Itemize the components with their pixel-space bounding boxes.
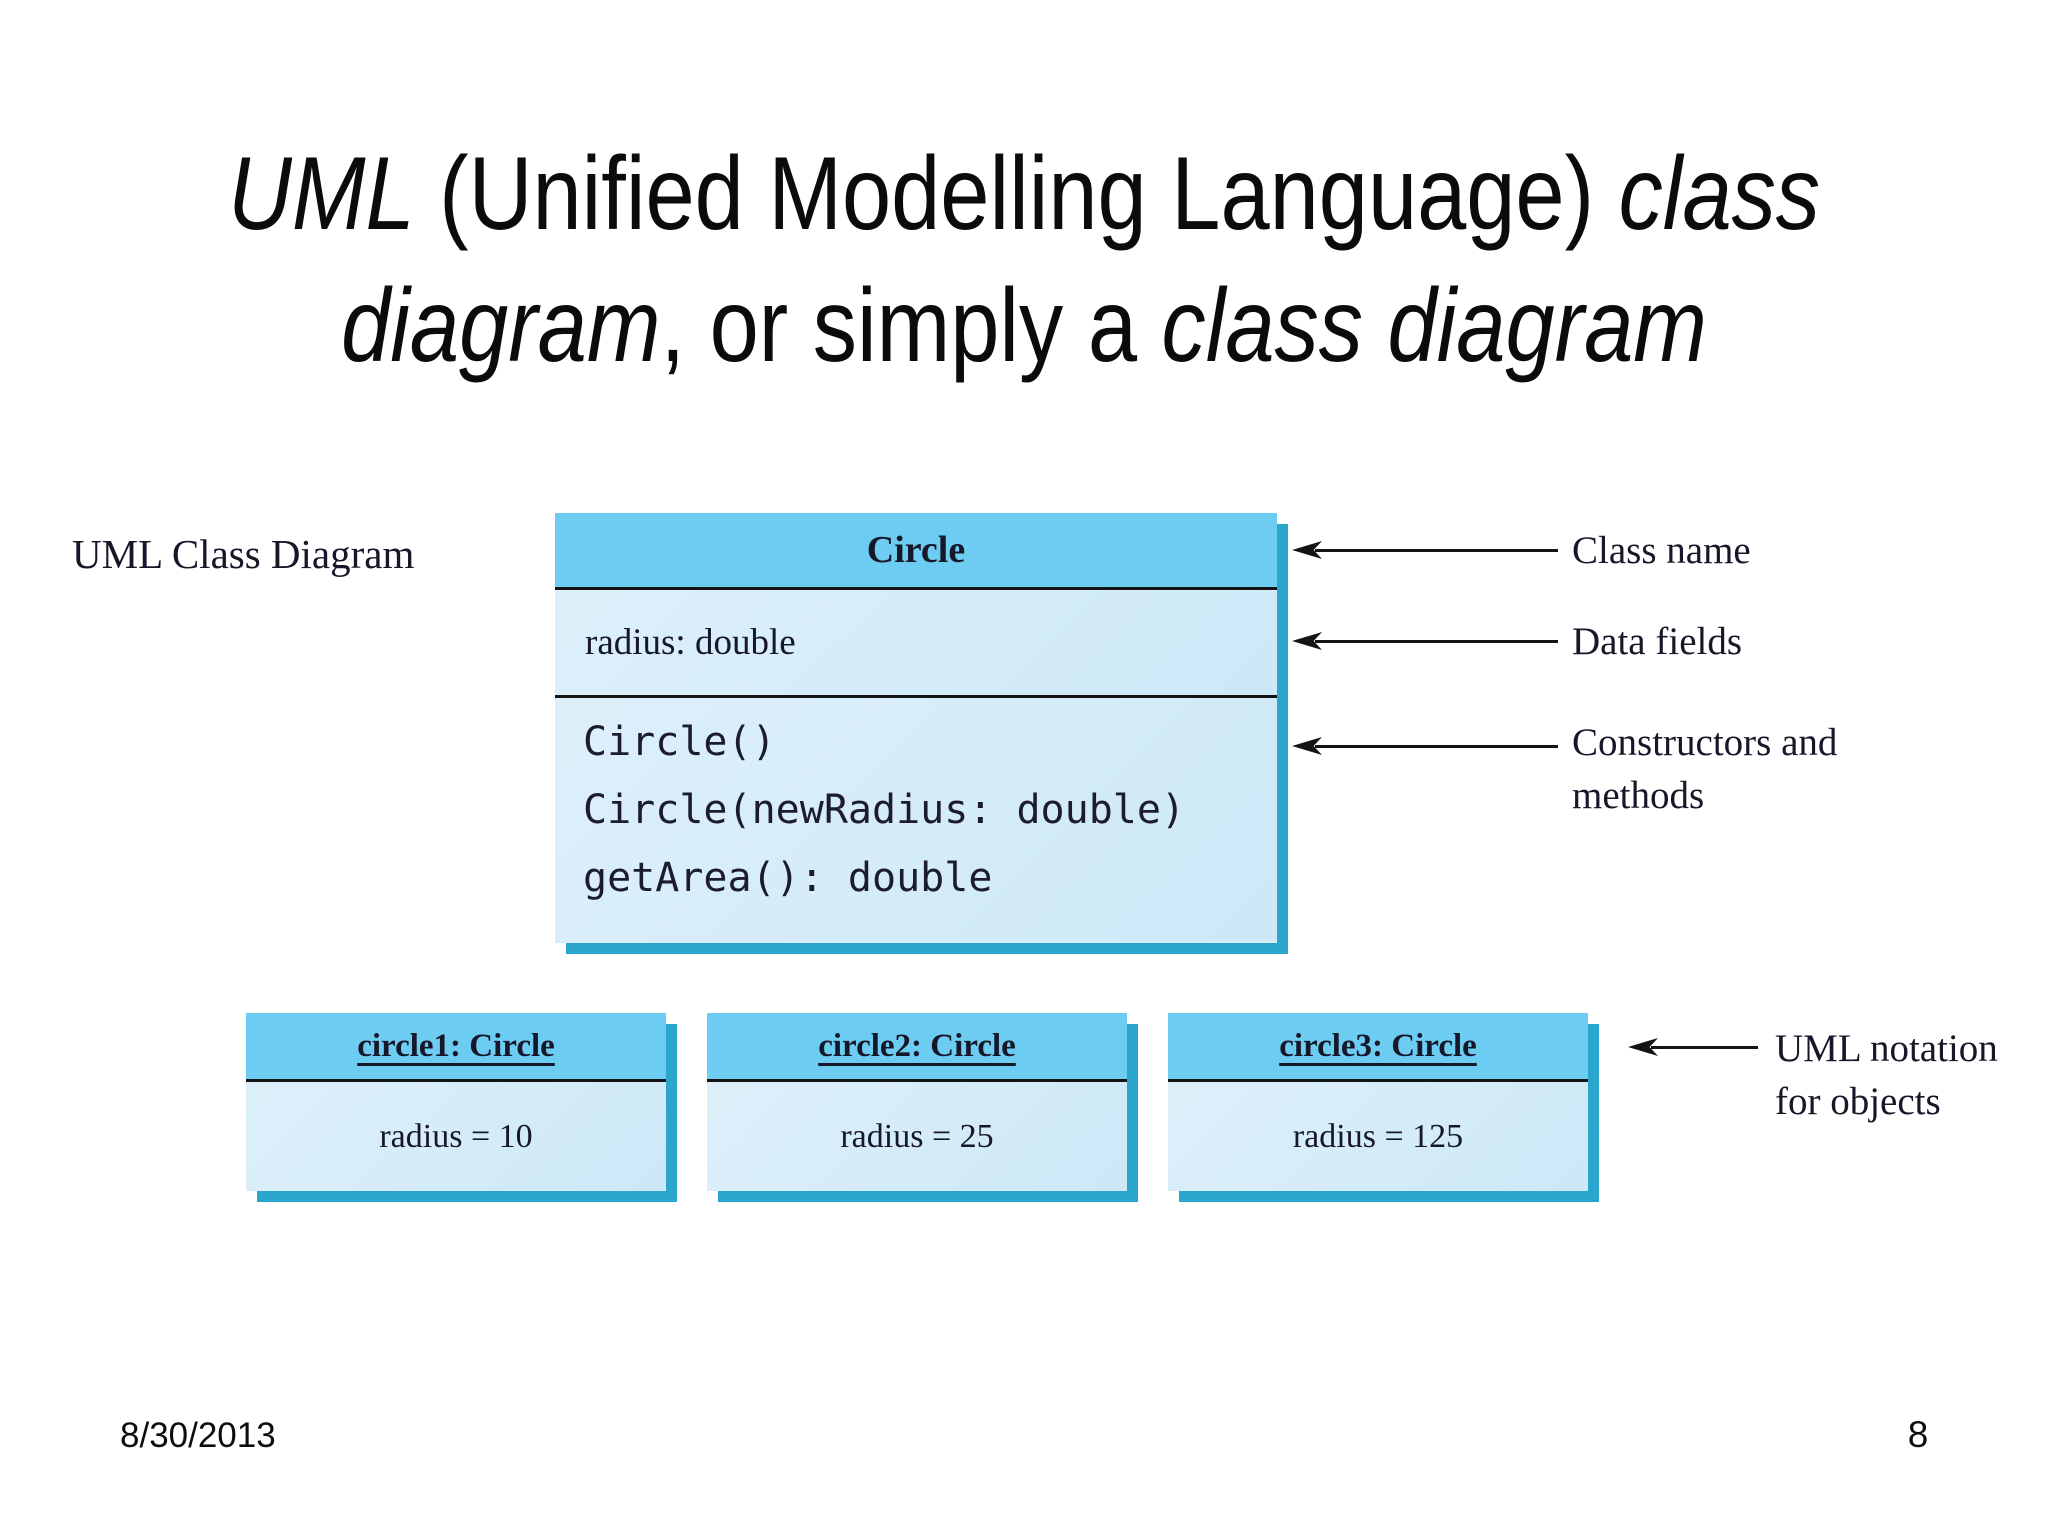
class-name-arrow	[1292, 541, 1558, 559]
arrow-shaft	[1315, 548, 1558, 552]
class-box-methods: Circle()Circle(newRadius: double)getArea…	[555, 698, 1277, 940]
object-box-field: radius = 10	[246, 1082, 666, 1191]
object-box-circle1: circle1: Circle radius = 10	[246, 1013, 666, 1191]
object-box-title: circle2: Circle	[707, 1013, 1127, 1082]
object-box-title-text: circle1: Circle	[357, 1027, 555, 1064]
object-box-field: radius = 25	[707, 1082, 1127, 1191]
object-box-title: circle3: Circle	[1168, 1013, 1588, 1082]
class-box-fields: radius: double	[555, 590, 1277, 698]
object-box-circle2: circle2: Circle radius = 25	[707, 1013, 1127, 1191]
annotation-data-fields: Data fields	[1572, 620, 1743, 663]
annotation-class-name: Class name	[1572, 529, 1751, 572]
slide-title-line-1: UML (Unified Modelling Language) class	[227, 135, 1821, 252]
object-box-title-text: circle3: Circle	[1279, 1027, 1477, 1064]
class-box: Circle radius: double Circle()Circle(new…	[555, 513, 1277, 943]
page-number: 8	[1907, 1414, 1929, 1455]
class-box-name: Circle	[555, 513, 1277, 590]
slide-title: UML (Unified Modelling Language) class d…	[0, 128, 2048, 392]
data-fields-arrow	[1292, 632, 1558, 650]
arrow-shaft	[1315, 744, 1558, 748]
constructors-arrow	[1292, 737, 1558, 755]
arrow-shaft	[1315, 639, 1558, 643]
object-box-title-text: circle2: Circle	[818, 1027, 1016, 1064]
object-box-title: circle1: Circle	[246, 1013, 666, 1082]
uml-class-diagram-label: UML Class Diagram	[72, 531, 415, 577]
arrow-shaft	[1651, 1045, 1758, 1049]
uml-notation-arrow	[1628, 1038, 1758, 1056]
footer-date: 8/30/2013	[120, 1416, 276, 1455]
object-box-circle3: circle3: Circle radius = 125	[1168, 1013, 1588, 1191]
object-box-field: radius = 125	[1168, 1082, 1588, 1191]
slide-title-line-2: diagram, or simply a class diagram	[341, 267, 1707, 384]
